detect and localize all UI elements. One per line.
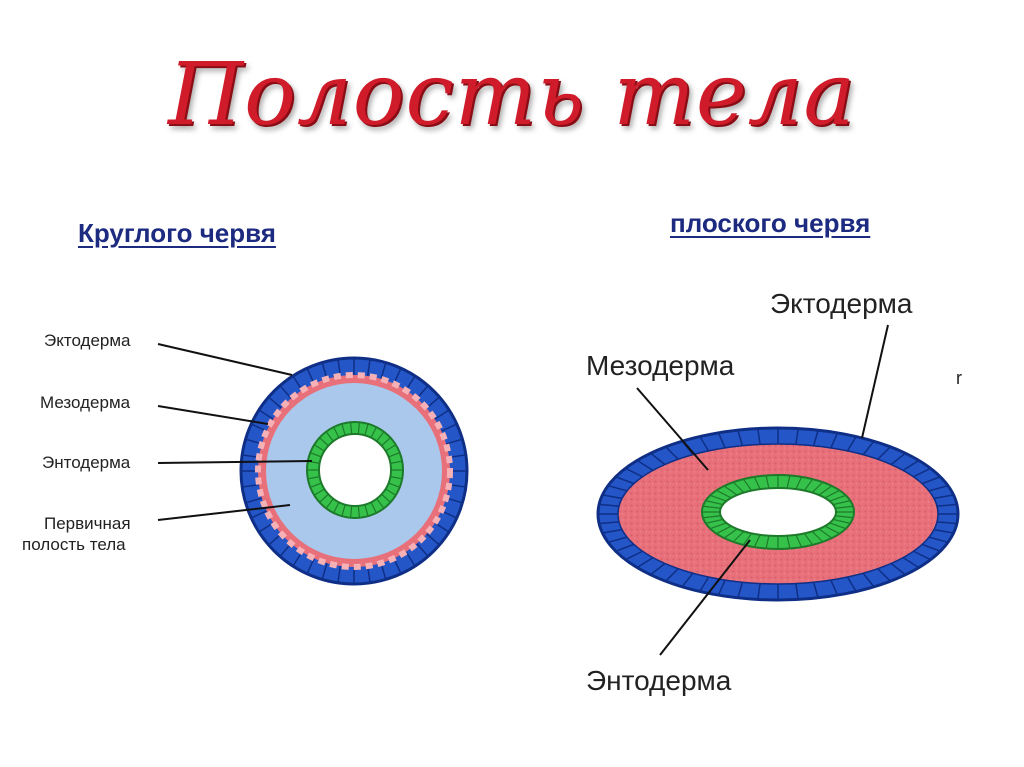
roundworm-label-endoderm: Энтодерма	[42, 453, 131, 472]
flatworm-label-endoderm: Энтодерма	[586, 665, 732, 696]
roundworm-heading: Круглого червя	[78, 218, 276, 248]
svg-text:r: r	[956, 368, 962, 388]
flatworm-label-mesoderm: Мезодерма	[586, 350, 735, 381]
roundworm-label-mesoderm: Мезодерма	[40, 393, 131, 412]
flatworm-heading: плоского червя	[670, 208, 871, 238]
roundworm-label-cavity-line1: Первичная	[44, 514, 131, 533]
flatworm-label-ectoderm: Эктодерма	[770, 288, 913, 319]
roundworm-label-cavity-line2: полость тела	[22, 535, 126, 554]
roundworm-label-ectoderm: Эктодерма	[44, 331, 131, 350]
roundworm-diagram	[157, 343, 469, 586]
slide-title: Полость тела	[168, 45, 856, 145]
flatworm-diagram: r	[596, 324, 962, 656]
